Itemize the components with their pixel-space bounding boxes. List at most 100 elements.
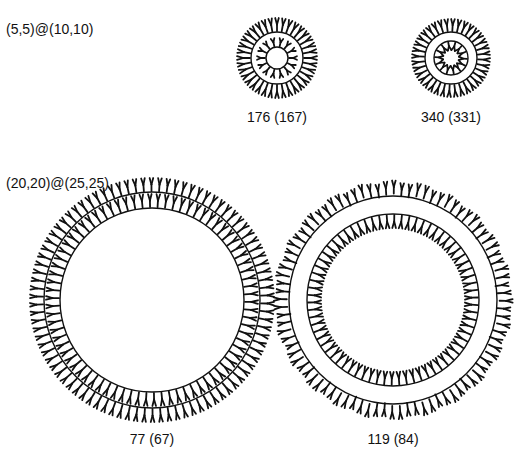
molecule-stroke <box>167 408 170 414</box>
molecule-stroke <box>287 71 291 73</box>
molecule-stroke <box>291 81 294 87</box>
molecule-stroke <box>264 326 271 328</box>
molecule-stroke <box>275 18 277 24</box>
molecule-stroke <box>203 208 205 214</box>
molecule-stroke <box>30 297 37 299</box>
molecule-stroke <box>418 227 422 232</box>
molecule-stroke <box>432 24 436 28</box>
molecule-stroke <box>67 358 71 363</box>
molecule-stroke <box>503 317 509 320</box>
molecule-stroke <box>66 223 71 227</box>
molecule-stroke <box>85 388 89 393</box>
molecule-stroke <box>256 244 261 248</box>
molecule-stroke <box>220 373 226 377</box>
molecule-stroke <box>291 29 294 35</box>
molecule-stroke <box>220 363 225 367</box>
molecule-stroke <box>449 91 450 97</box>
molecule-stroke <box>310 62 317 64</box>
molecule-stroke <box>477 222 481 228</box>
molecule-stroke <box>276 25 278 32</box>
molecule-stroke <box>125 413 128 419</box>
molecule-stroke <box>50 271 56 274</box>
molecule-stroke <box>135 399 138 405</box>
molecule-stroke <box>58 267 64 269</box>
nanotube-figure <box>30 178 274 422</box>
molecule-stroke <box>198 188 201 195</box>
molecule-stroke <box>71 217 76 222</box>
molecule-stroke <box>483 64 489 66</box>
molecule-stroke <box>267 285 273 287</box>
molecule-stroke <box>459 390 464 394</box>
molecule-stroke <box>503 315 510 318</box>
molecule-stroke <box>478 58 484 60</box>
molecule-stroke <box>340 201 343 207</box>
molecule-stroke <box>112 409 114 416</box>
value-label: 176 (167) <box>247 110 307 125</box>
molecule-stroke <box>219 200 221 206</box>
molecule-stroke <box>31 280 38 282</box>
molecule-stroke <box>386 222 387 229</box>
molecule-stroke <box>174 197 177 203</box>
molecule-stroke <box>422 402 424 408</box>
molecule-stroke <box>464 309 470 312</box>
molecule-stroke <box>336 358 340 363</box>
molecule-stroke <box>344 230 348 235</box>
molecule-stroke <box>342 363 346 368</box>
molecule-stroke <box>492 355 499 357</box>
molecule-stroke <box>256 350 263 351</box>
molecule-stroke <box>308 301 314 303</box>
molecule-stroke <box>471 84 476 88</box>
molecule-stroke <box>276 291 283 292</box>
molecule-stroke <box>175 181 178 187</box>
molecule-stroke <box>308 294 314 296</box>
molecule-stroke <box>290 261 296 263</box>
molecule-stroke <box>338 235 342 240</box>
molecule-stroke <box>391 378 393 384</box>
molecule-stroke <box>115 386 117 392</box>
molecule-stroke <box>85 218 90 222</box>
molecule-stroke <box>237 51 244 53</box>
molecule-stroke <box>69 383 72 389</box>
molecule-stroke <box>298 75 303 79</box>
molecule-stroke <box>260 81 263 87</box>
molecule-stroke <box>253 256 259 258</box>
molecule-stroke <box>215 368 219 373</box>
molecule-stroke <box>74 239 79 243</box>
molecule-stroke <box>495 269 501 271</box>
molecule-stroke <box>308 43 313 47</box>
molecule-stroke <box>440 62 445 64</box>
molecule-stroke <box>222 211 226 216</box>
molecule-stroke <box>266 83 268 89</box>
tube-wall <box>434 41 468 75</box>
molecule-stroke <box>454 350 459 354</box>
molecule-stroke <box>166 195 169 201</box>
molecule-stroke <box>38 256 45 259</box>
molecule-stroke <box>238 367 243 371</box>
molecule-stroke <box>455 248 460 252</box>
molecule-stroke <box>117 411 120 417</box>
molecule-stroke <box>53 312 59 315</box>
molecule-stroke <box>277 92 279 98</box>
molecule-stroke <box>203 198 206 204</box>
molecule-stroke <box>494 251 499 255</box>
molecule-stroke <box>214 398 219 403</box>
molecule-stroke <box>49 273 56 275</box>
molecule-stroke <box>177 413 180 419</box>
molecule-stroke <box>319 380 323 385</box>
molecule-stroke <box>326 383 330 388</box>
molecule-stroke <box>149 201 151 207</box>
molecule-stroke <box>92 381 94 387</box>
molecule-stroke <box>354 232 356 239</box>
molecule-stroke <box>238 49 244 52</box>
molecule-stroke <box>121 405 123 411</box>
molecule-stroke <box>213 378 218 382</box>
molecule-stroke <box>204 396 207 402</box>
molecule-stroke <box>255 32 259 37</box>
molecule-stroke <box>153 393 155 399</box>
molecule-stroke <box>440 193 441 200</box>
molecule-stroke <box>441 90 444 95</box>
molecule-stroke <box>69 245 74 249</box>
molecule-stroke <box>63 378 67 384</box>
molecule-stroke <box>233 345 239 348</box>
molecule-stroke <box>348 367 351 373</box>
